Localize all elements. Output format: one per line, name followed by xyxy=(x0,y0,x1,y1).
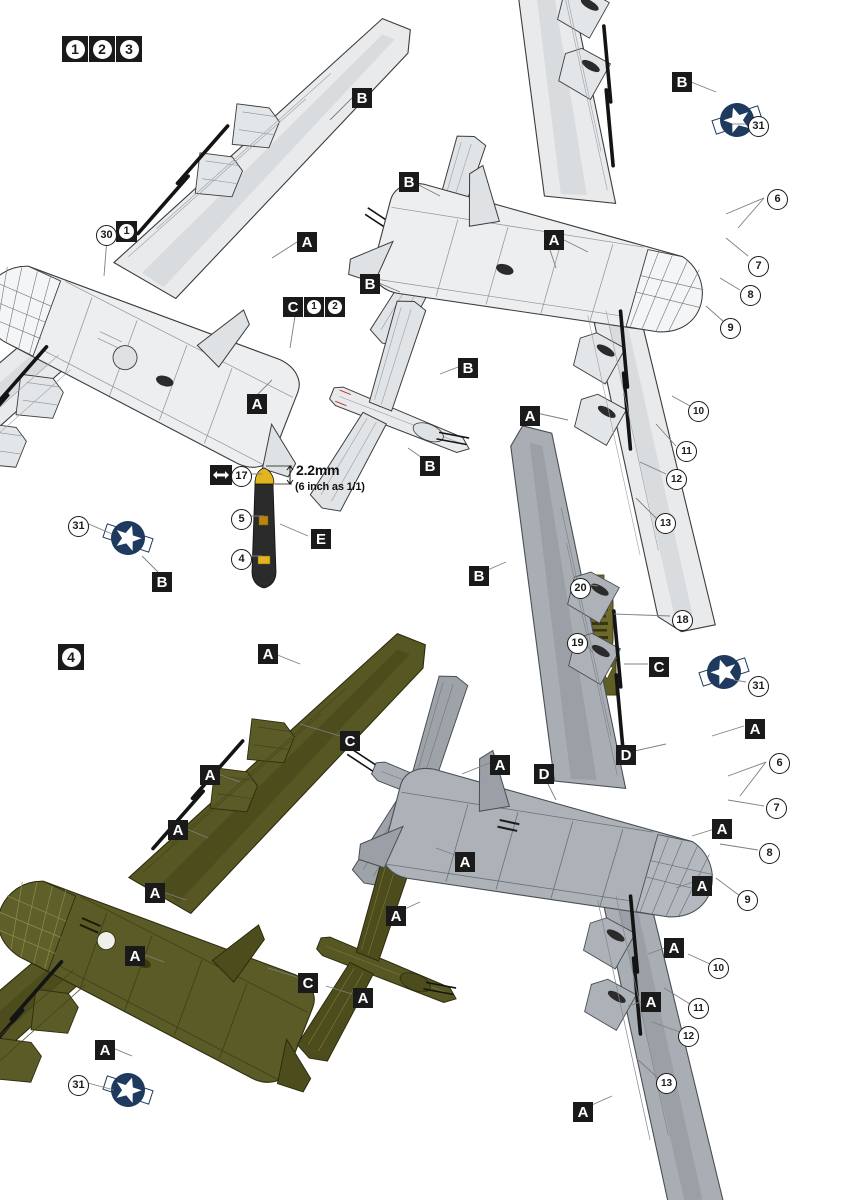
part-callout-12[interactable]: 12 xyxy=(678,1026,699,1047)
letter-callout-b[interactable]: B xyxy=(360,274,380,294)
letter-callout-b[interactable]: B xyxy=(399,172,419,192)
letter-callout-a[interactable]: A xyxy=(145,883,165,903)
letter-callout-c[interactable]: C xyxy=(283,297,303,317)
part-callout-11[interactable]: 11 xyxy=(688,998,709,1019)
sub-step-badge-1b-label: 1 xyxy=(307,300,321,314)
letter-callout-a[interactable]: A xyxy=(125,946,145,966)
letter-callout-b[interactable]: B xyxy=(352,88,372,108)
letter-callout-a[interactable]: A xyxy=(712,819,732,839)
letter-callout-a[interactable]: A xyxy=(544,230,564,250)
part-callout-30[interactable]: 30 xyxy=(96,225,117,246)
part-callout-6[interactable]: 6 xyxy=(769,753,790,774)
aircraft-top-right xyxy=(348,0,716,633)
propeller-blade-detail xyxy=(251,465,294,589)
part-callout-31[interactable]: 31 xyxy=(68,516,89,537)
letter-callout-a[interactable]: A xyxy=(168,820,188,840)
step-badge-3-label: 3 xyxy=(119,39,139,59)
sub-step-badge-2b-label: 2 xyxy=(328,300,342,314)
roundel-top-right xyxy=(711,103,763,137)
tail-unit-bottom-2 xyxy=(296,850,457,1062)
sub-step-badge-1b[interactable]: 1 xyxy=(304,297,324,317)
sub-step-badge-1-label: 1 xyxy=(119,224,134,239)
letter-callout-b[interactable]: B xyxy=(152,572,172,592)
part-callout-13[interactable]: 13 xyxy=(655,513,676,534)
part-callout-6[interactable]: 6 xyxy=(767,189,788,210)
part-callout-7[interactable]: 7 xyxy=(748,256,769,277)
letter-callout-b[interactable]: B xyxy=(458,358,478,378)
part-callout-31[interactable]: 31 xyxy=(748,676,769,697)
part-callout-20[interactable]: 20 xyxy=(570,578,591,599)
roundel-top-left xyxy=(102,521,154,555)
flip-arrows-icon xyxy=(210,465,232,485)
aircraft-top-left xyxy=(0,17,411,573)
tail-unit-top-2 xyxy=(309,300,470,512)
letter-callout-d[interactable]: D xyxy=(616,745,636,765)
part-callout-10[interactable]: 10 xyxy=(688,401,709,422)
part-callout-7[interactable]: 7 xyxy=(766,798,787,819)
sub-step-badge-1[interactable]: 1 xyxy=(116,221,137,242)
letter-callout-a[interactable]: A xyxy=(455,852,475,872)
letter-callout-a[interactable]: A xyxy=(247,394,267,414)
letter-callout-a[interactable]: A xyxy=(692,876,712,896)
letter-callout-a[interactable]: A xyxy=(386,906,406,926)
letter-callout-b[interactable]: B xyxy=(672,72,692,92)
step-badge-4-label: 4 xyxy=(61,647,81,667)
part-callout-11[interactable]: 11 xyxy=(676,441,697,462)
step-badge-3[interactable]: 3 xyxy=(116,36,142,62)
letter-callout-a[interactable]: A xyxy=(297,232,317,252)
letter-callout-a[interactable]: A xyxy=(353,988,373,1008)
part-callout-13[interactable]: 13 xyxy=(656,1073,677,1094)
letter-callout-a[interactable]: A xyxy=(641,992,661,1012)
step-badge-2-label: 2 xyxy=(92,39,112,59)
step-badge-1-label: 1 xyxy=(65,39,85,59)
part-callout-10[interactable]: 10 xyxy=(708,958,729,979)
part-callout-9[interactable]: 9 xyxy=(720,318,741,339)
dimension-main-text: 2.2mm xyxy=(296,462,340,478)
dimension-sub-text: (6 inch as 1/1) xyxy=(295,481,365,493)
aircraft-bottom-right xyxy=(358,425,726,1200)
part-callout-31[interactable]: 31 xyxy=(748,116,769,137)
letter-callout-c[interactable]: C xyxy=(340,731,360,751)
part-callout-31[interactable]: 31 xyxy=(68,1075,89,1096)
roundel-bottom-left xyxy=(102,1073,154,1107)
letter-callout-b[interactable]: B xyxy=(420,456,440,476)
letter-callout-a[interactable]: A xyxy=(520,406,540,426)
letter-callout-d[interactable]: D xyxy=(534,764,554,784)
part-callout-9[interactable]: 9 xyxy=(737,890,758,911)
part-callout-5[interactable]: 5 xyxy=(231,509,252,530)
part-callout-8[interactable]: 8 xyxy=(740,285,761,306)
letter-callout-c[interactable]: C xyxy=(649,657,669,677)
part-callout-18[interactable]: 18 xyxy=(672,610,693,631)
letter-callout-a[interactable]: A xyxy=(95,1040,115,1060)
letter-callout-a[interactable]: A xyxy=(200,765,220,785)
sub-step-badge-2b[interactable]: 2 xyxy=(325,297,345,317)
letter-callout-a[interactable]: A xyxy=(745,719,765,739)
letter-callout-e[interactable]: E xyxy=(311,529,331,549)
step-badge-1[interactable]: 1 xyxy=(62,36,88,62)
letter-callout-a[interactable]: A xyxy=(258,644,278,664)
part-callout-12[interactable]: 12 xyxy=(666,469,687,490)
part-callout-4[interactable]: 4 xyxy=(231,549,252,570)
letter-callout-b[interactable]: B xyxy=(469,566,489,586)
part-callout-8[interactable]: 8 xyxy=(759,843,780,864)
letter-callout-a[interactable]: A xyxy=(490,755,510,775)
roundel-bottom-right xyxy=(698,655,750,689)
part-callout-17[interactable]: 17 xyxy=(231,466,252,487)
letter-callout-a[interactable]: A xyxy=(573,1102,593,1122)
step-badge-2[interactable]: 2 xyxy=(89,36,115,62)
part-callout-19[interactable]: 19 xyxy=(567,633,588,654)
left-right-arrow-icon xyxy=(213,471,229,479)
step-badge-4[interactable]: 4 xyxy=(58,644,84,670)
letter-callout-a[interactable]: A xyxy=(664,938,684,958)
letter-callout-c[interactable]: C xyxy=(298,973,318,993)
